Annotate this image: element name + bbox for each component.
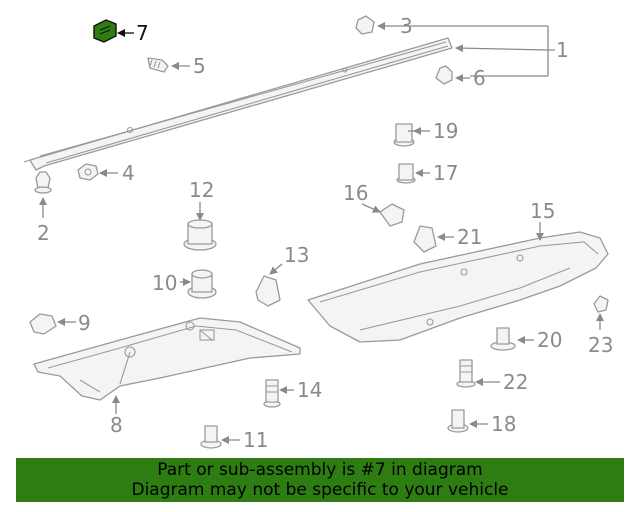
callout-11: 11 <box>243 428 268 452</box>
part-17-grommet <box>396 163 416 184</box>
callout-7: 7 <box>136 21 149 45</box>
callout-15: 15 <box>530 199 555 223</box>
part-20-clip <box>490 327 516 351</box>
part-13-bracket <box>255 275 281 307</box>
part-2-clip <box>34 171 52 194</box>
callout-10: 10 <box>152 271 177 295</box>
part-8-skirt-panel <box>33 317 301 401</box>
callout-23: 23 <box>588 333 613 357</box>
part-1-rocker-molding <box>23 37 453 171</box>
part-9-retainer <box>29 313 57 335</box>
part-10-grommet <box>187 269 217 299</box>
part-19-grommet <box>393 123 415 147</box>
callout-3: 3 <box>400 14 413 38</box>
part-15-skirt-panel <box>307 231 609 343</box>
banner-line-disclaimer: Diagram may not be specific to your vehi… <box>131 480 509 500</box>
leader-13 <box>269 263 283 275</box>
leader-16 <box>361 203 381 213</box>
callout-18: 18 <box>491 412 516 436</box>
part-6-clip <box>435 65 453 85</box>
callout-1: 1 <box>556 38 569 62</box>
leader-1 <box>455 44 549 53</box>
part-12-grommet <box>183 219 217 251</box>
callout-4: 4 <box>122 161 135 185</box>
callout-2: 2 <box>37 221 50 245</box>
callout-8: 8 <box>110 413 123 437</box>
leader-bracket-1 <box>547 26 555 76</box>
part-23-push-clip <box>593 295 609 313</box>
callout-22: 22 <box>503 370 528 394</box>
callout-9: 9 <box>78 311 91 335</box>
part-16-retainer <box>379 203 405 227</box>
callout-20: 20 <box>537 328 562 352</box>
part-21-bracket <box>413 225 437 253</box>
callout-14: 14 <box>297 378 322 402</box>
part-11-bolt <box>200 425 222 449</box>
part-5-screw <box>147 57 169 73</box>
part-14-bolt <box>263 379 281 408</box>
part-22-bolt <box>456 359 476 388</box>
part-4-nut <box>77 163 99 181</box>
banner-line-part: Part or sub-assembly is #7 in diagram <box>157 460 483 480</box>
callout-12: 12 <box>189 178 214 202</box>
callout-21: 21 <box>457 225 482 249</box>
callout-5: 5 <box>193 54 206 78</box>
callout-6: 6 <box>473 66 486 90</box>
info-banner: Part or sub-assembly is #7 in diagram Di… <box>16 458 624 502</box>
callout-19: 19 <box>433 119 458 143</box>
callout-16: 16 <box>343 181 368 205</box>
part-7-clip-highlighted <box>93 19 117 43</box>
part-3-push-clip <box>355 15 375 35</box>
callout-17: 17 <box>433 161 458 185</box>
callout-13: 13 <box>284 243 309 267</box>
parts-diagram: 1 2 3 4 5 6 7 8 9 10 11 12 13 14 15 16 1… <box>23 14 613 452</box>
part-18-bolt <box>447 409 469 433</box>
